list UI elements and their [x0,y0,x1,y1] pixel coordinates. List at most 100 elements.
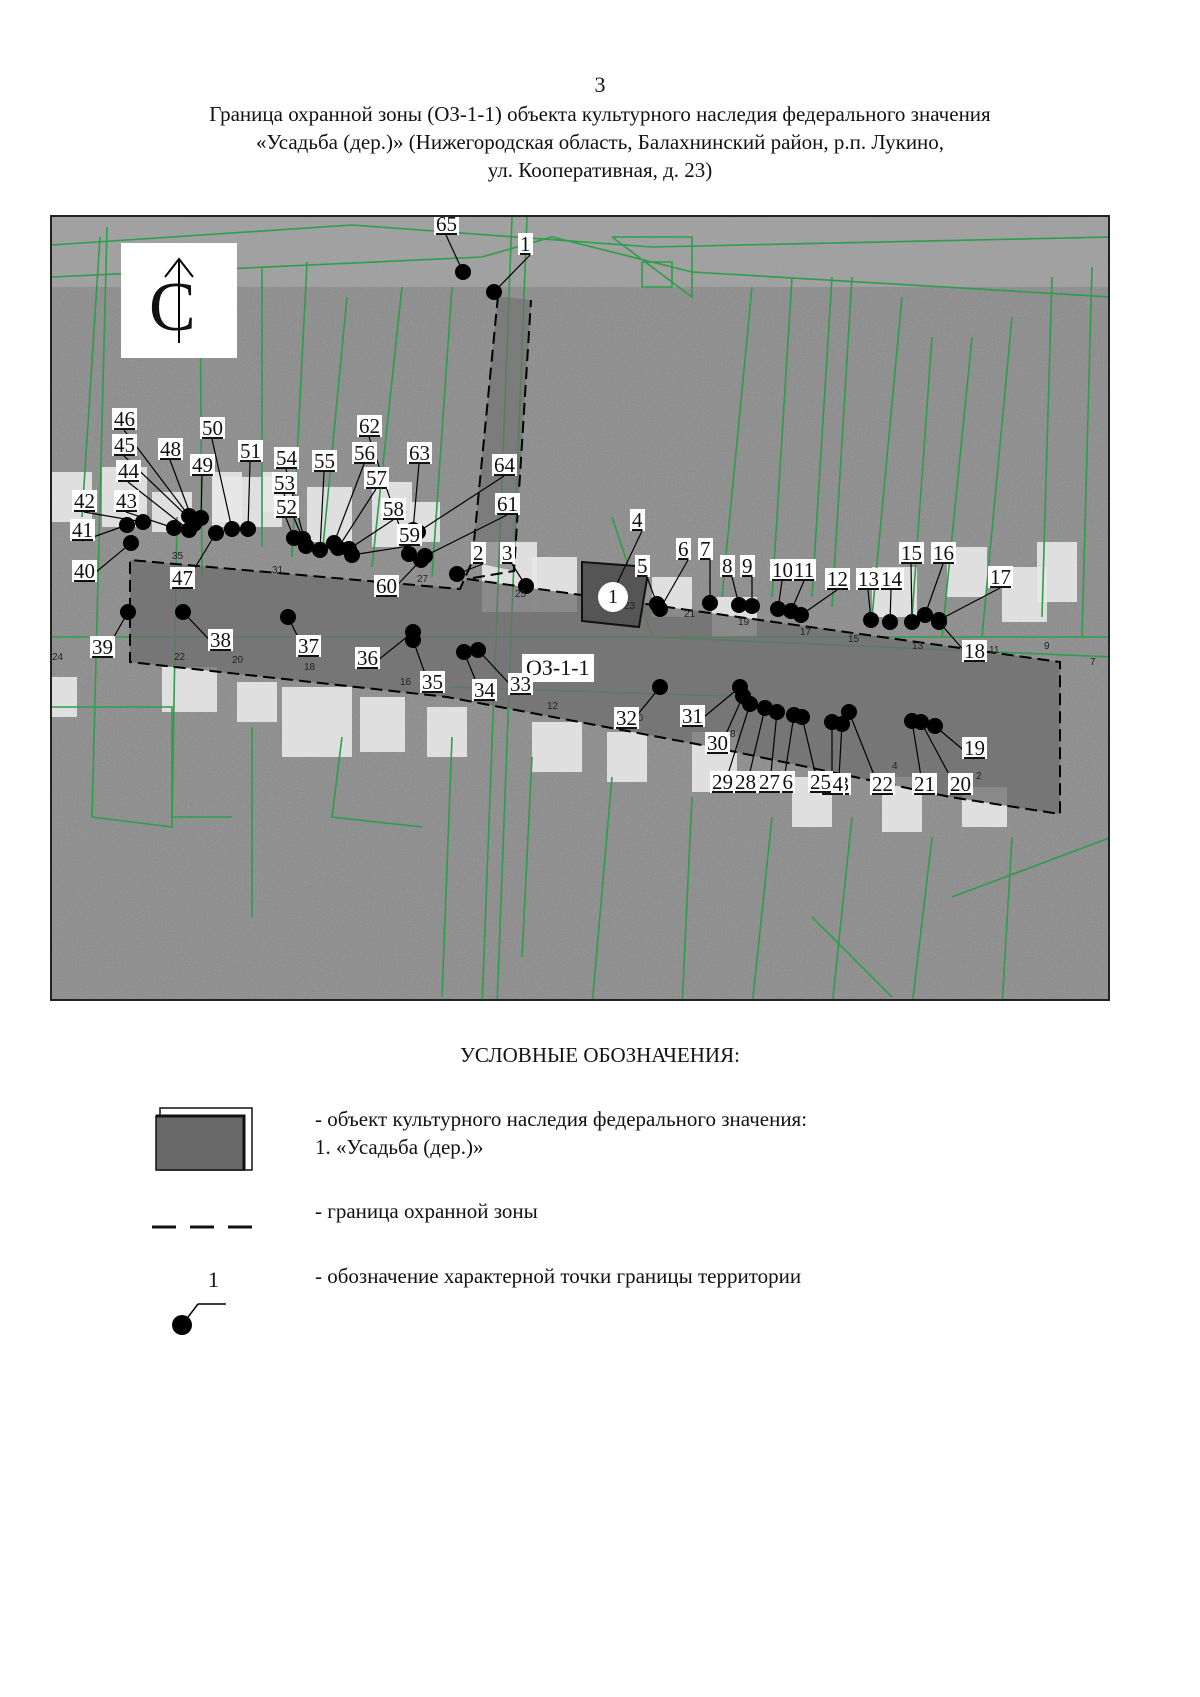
boundary-point-42 [135,514,151,530]
point-label-55: 55 [312,449,337,473]
parcel-line [81,236,101,518]
point-label-64: 64 [492,453,517,477]
parcel-line [641,261,673,288]
parcel-line [831,276,853,608]
boundary-point-55 [312,542,328,558]
parcel-line [371,286,403,568]
point-label-48: 48 [158,437,183,461]
parcel-line [291,261,308,558]
legend-object-icon [155,1107,253,1171]
legend-point-number: 1 [208,1267,219,1292]
boundary-point-28 [757,700,773,716]
boundary-point-32 [652,679,668,695]
point-label-62: 62 [357,414,382,438]
boundary-point-15 [904,614,920,630]
point-label-9: 9 [740,554,755,578]
boundary-point-39 [120,604,136,620]
point-label-56: 56 [352,441,377,465]
building [237,682,277,722]
point-label-8: 8 [720,554,735,578]
building [52,677,77,717]
parcel-line [832,816,853,999]
point-leader-line [938,587,1001,621]
point-leader-line [337,488,377,549]
parcel-line [771,276,793,598]
boundary-point-54 [298,538,314,554]
point-label-18: 18 [962,639,987,663]
point-label-10: 10 [770,558,795,582]
boundary-point-7 [702,595,718,611]
parcel-number: 20 [232,655,244,666]
point-label-33: 33 [508,672,533,696]
parcel-line [871,296,903,618]
building [607,732,647,782]
title-line-2: «Усадьба (дер.)» (Нижегородская область,… [255,130,945,154]
point-leader-line [333,463,365,544]
point-label-34: 34 [472,678,497,702]
point-label-43: 43 [114,489,139,513]
boundary-point-40 [123,535,139,551]
point-label-61: 61 [495,492,520,516]
boundary-point-22 [841,704,857,720]
legend-zone-boundary-text: - граница охранной зоны [315,1199,538,1223]
boundary-point-26 [786,707,802,723]
parcel-number: 13 [912,641,924,652]
boundary-point-51 [240,521,256,537]
parcel-number: 31 [272,565,284,576]
point-label-54: 54 [274,446,299,470]
boundary-point-13 [863,612,879,628]
protection-zone-area [130,560,1060,814]
parcel-line [981,316,1013,638]
point-label-46: 46 [112,407,137,431]
parcel-number: 16 [400,677,412,688]
point-label-25: 25 [808,770,833,794]
parcel-number: 27 [417,574,429,585]
legend-point-text: - обозначение характерной точки границы … [315,1264,802,1288]
point-label-49: 49 [190,453,215,477]
point-leader-line [83,511,144,523]
parcel-line [52,224,1108,248]
boundary-point-10 [770,601,786,617]
parcel-line [911,336,933,618]
point-leader-line [247,461,251,530]
title-line-3: ул. Кооперативная, д. 23) [487,158,713,182]
parcel-line [1001,836,1013,999]
point-label-1: 1 [518,232,533,256]
parcel-line [941,336,973,638]
point-leader-line [348,519,394,550]
point-label-47: 47 [170,566,195,590]
point-leader-line [659,559,689,610]
point-label-28: 28 [733,770,758,794]
legend-object-line-1: - объект культурного наследия федерально… [315,1107,808,1131]
parcel-line [681,796,693,999]
parcel-number: 17 [800,627,812,638]
point-label-52: 52 [274,495,299,519]
point-label-11: 11 [792,558,817,582]
parcel-number: 21 [684,609,696,620]
point-leader-line [125,511,175,529]
point-label-65: 65 [434,215,459,236]
map-frame: 3531272523211917151311972422201816141210… [50,215,1110,1001]
point-label-32: 32 [614,706,639,730]
parcel-number: 7 [1090,657,1096,668]
parcel-line [951,837,1108,898]
point-label-29: 29 [710,770,735,794]
boundary-point-9 [744,598,760,614]
boundary-point-16 [917,607,933,623]
point-label-27: 27 [757,770,782,794]
point-leader-line [169,459,195,525]
parcel-line [52,706,232,818]
boundary-point-34 [456,644,472,660]
point-label-51: 51 [238,439,263,463]
point-label-16: 16 [931,541,956,565]
boundary-point-33 [470,642,486,658]
boundary-point-21 [904,713,920,729]
point-label-15: 15 [899,541,924,565]
point-label-50: 50 [200,416,225,440]
point-label-44: 44 [116,459,141,483]
compass-letter: С [149,269,196,346]
point-label-57: 57 [364,466,389,490]
point-label-30: 30 [705,731,730,755]
parcel-line [752,816,773,999]
parcel-number: 9 [1044,641,1050,652]
